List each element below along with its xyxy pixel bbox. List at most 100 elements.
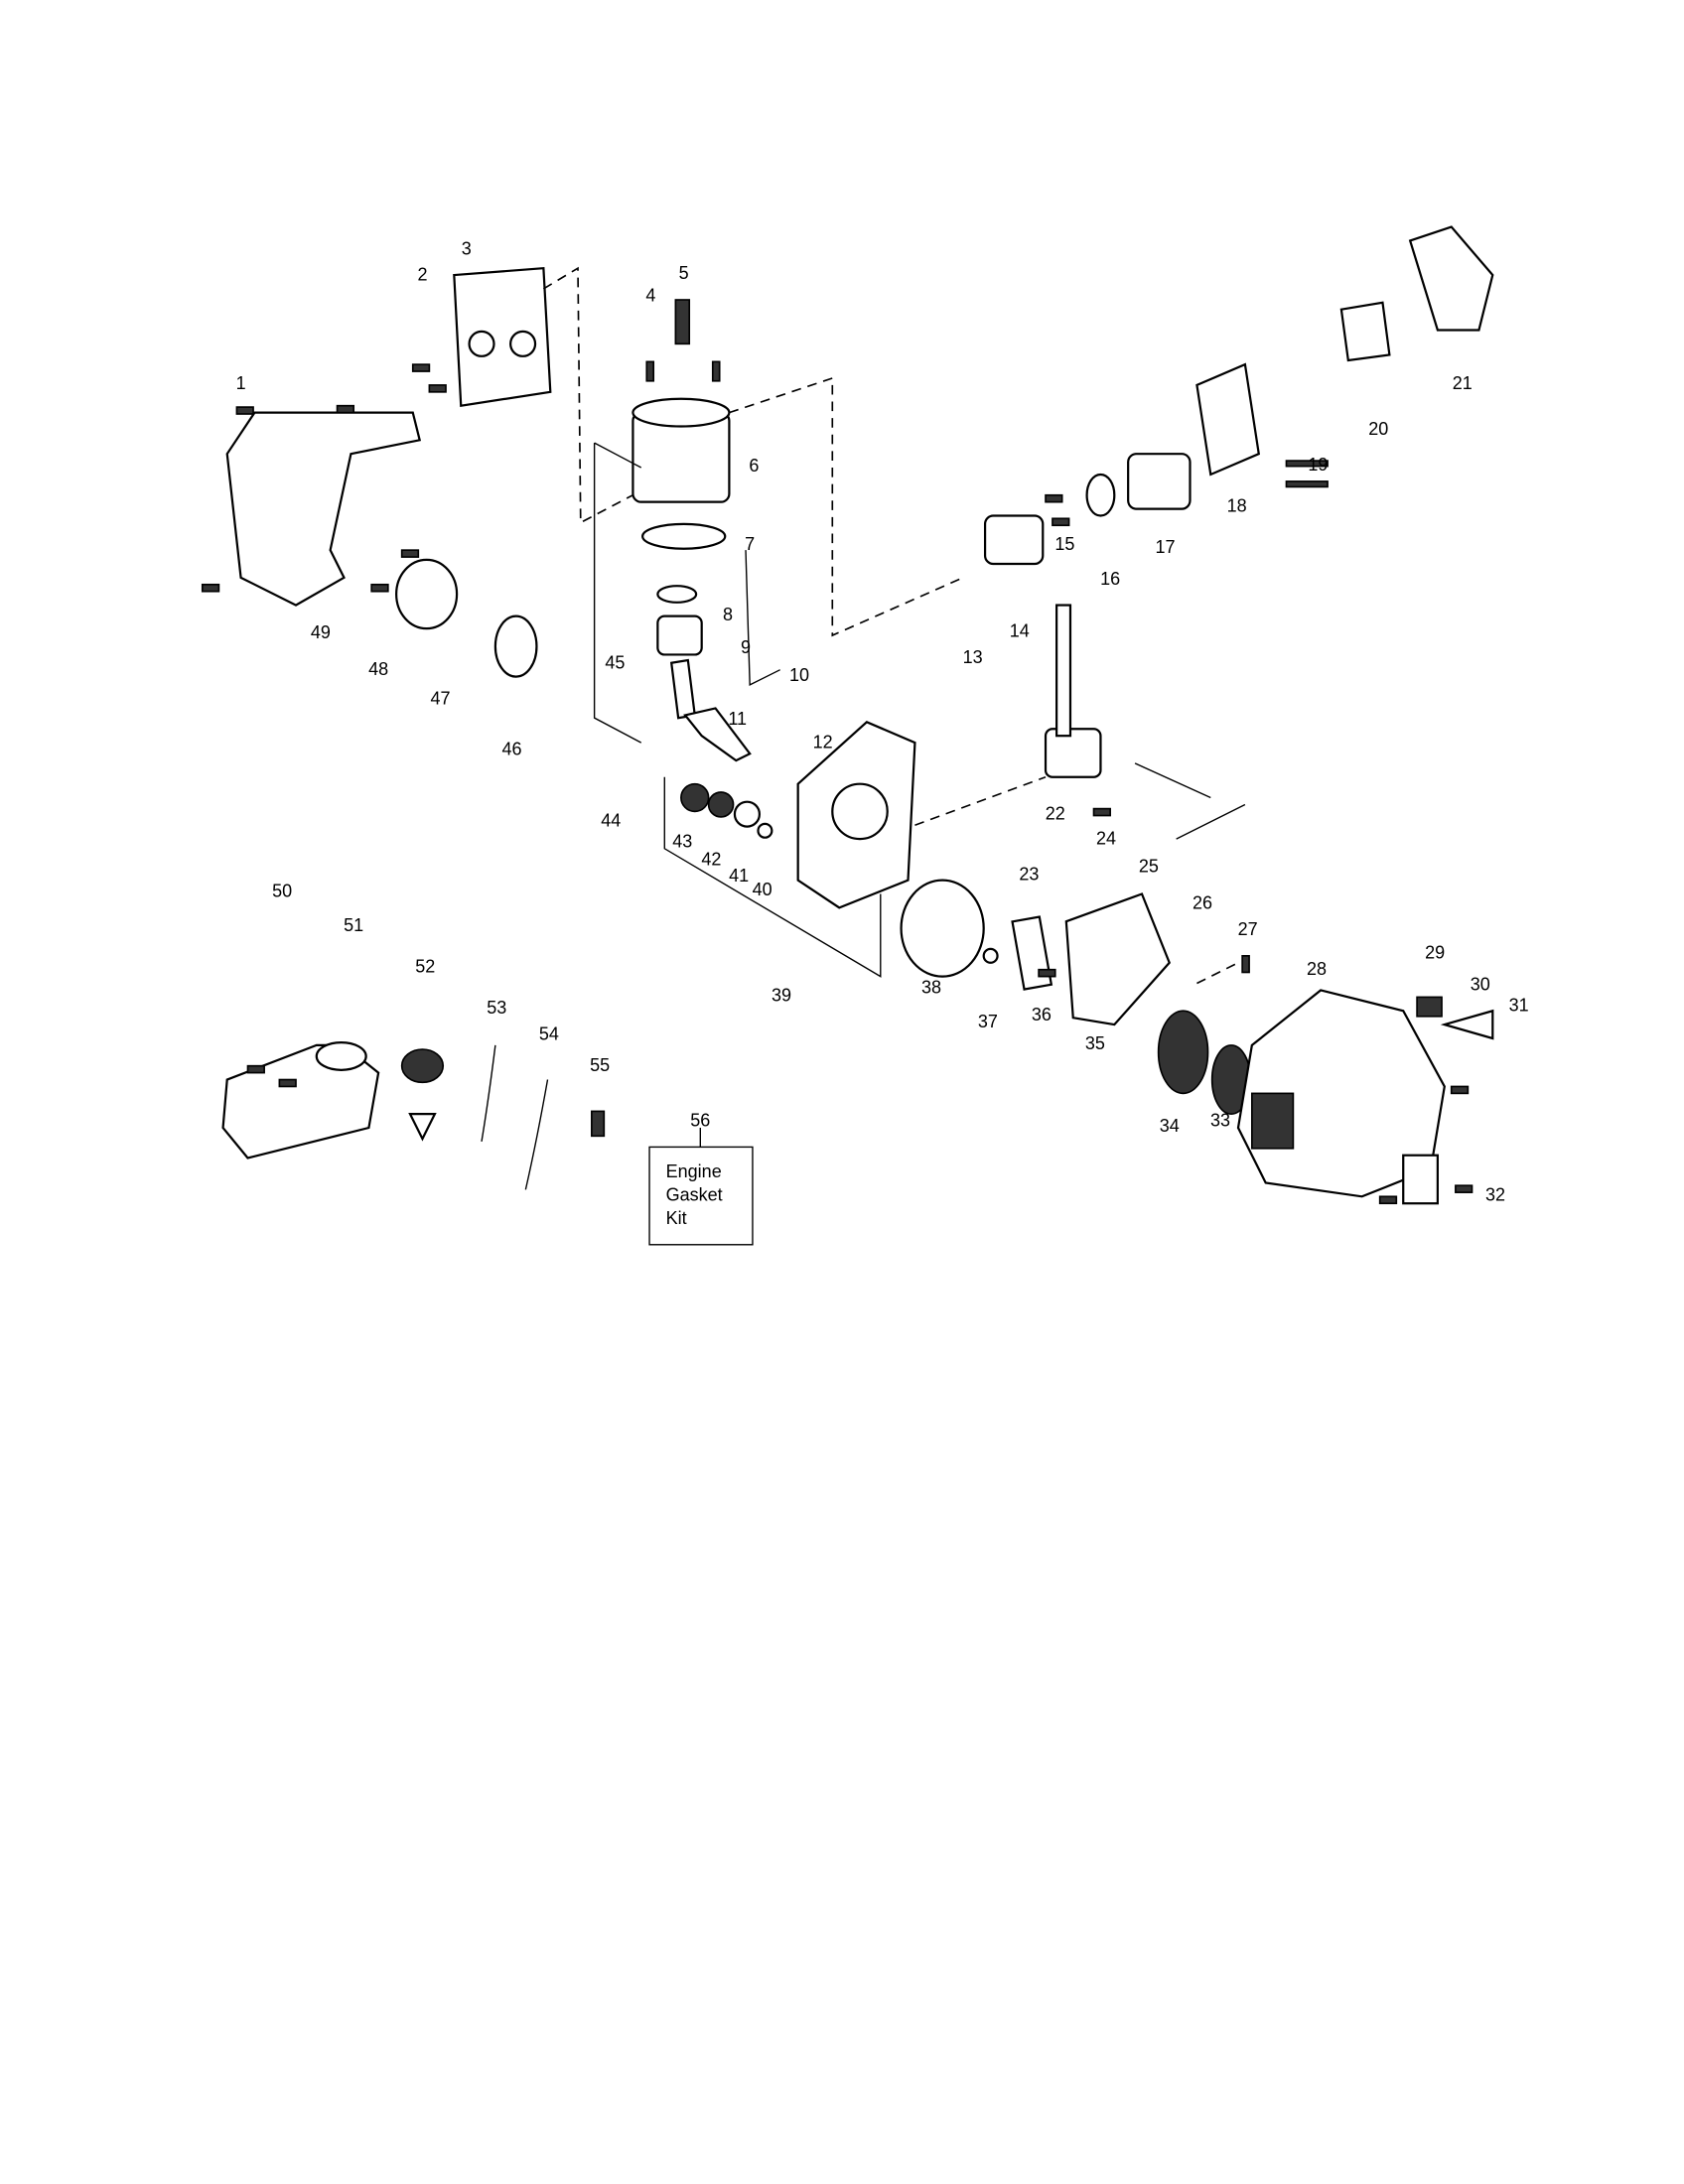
wire-part bbox=[1176, 803, 1246, 840]
spark-plug-part bbox=[674, 299, 691, 345]
part-number-label: 47 bbox=[430, 688, 450, 708]
part-number-label: 45 bbox=[605, 652, 625, 672]
part-number-label: 17 bbox=[1156, 537, 1176, 557]
piston-part bbox=[656, 614, 703, 656]
part-number-label: 33 bbox=[1210, 1111, 1230, 1131]
piston-ring-part bbox=[656, 585, 698, 604]
pulley-part bbox=[1157, 1010, 1209, 1095]
part-number-label: 56 bbox=[690, 1111, 710, 1131]
part-number-label: 3 bbox=[462, 238, 472, 258]
part-number-label: 55 bbox=[590, 1055, 610, 1075]
assembly-dashed-line bbox=[1196, 962, 1239, 985]
part-number-label: 32 bbox=[1485, 1184, 1505, 1204]
part-number-label: 49 bbox=[311, 622, 331, 642]
intake-adapter-part bbox=[983, 514, 1045, 566]
part-number-label: 50 bbox=[272, 881, 292, 900]
part-number-label: 43 bbox=[672, 831, 692, 851]
part-number-label: 12 bbox=[813, 733, 833, 752]
bracket-line bbox=[594, 442, 642, 469]
part-number-label: 51 bbox=[344, 915, 363, 935]
part-number-label: 4 bbox=[645, 285, 655, 305]
connecting-rod-part bbox=[669, 658, 696, 720]
part-number-label: 27 bbox=[1238, 919, 1258, 939]
part-number-label: 24 bbox=[1096, 829, 1116, 849]
part-number-label: 35 bbox=[1085, 1033, 1105, 1053]
part-number-label: 21 bbox=[1453, 373, 1473, 393]
part-number-label: 41 bbox=[729, 866, 749, 886]
part-number-label: 9 bbox=[741, 637, 751, 657]
muffler-hole bbox=[468, 330, 495, 357]
part-number-label: 38 bbox=[921, 977, 941, 997]
crankcase-bore bbox=[831, 782, 889, 841]
bearing-part bbox=[733, 800, 761, 828]
screws bbox=[201, 360, 1474, 1205]
part-number-label: 11 bbox=[728, 709, 747, 729]
engine-gasket-kit-box: Engine Gasket Kit bbox=[648, 1128, 754, 1246]
ignition-lead-part bbox=[1055, 604, 1072, 738]
part-number-label: 26 bbox=[1193, 893, 1212, 913]
part-number-label: 37 bbox=[978, 1012, 998, 1031]
part-number-label: 40 bbox=[753, 880, 772, 899]
bearing-part bbox=[680, 782, 710, 813]
carb-gasket-part bbox=[1085, 473, 1116, 517]
part-number-label: 10 bbox=[789, 665, 809, 685]
part-number-label: 16 bbox=[1100, 569, 1120, 589]
kit-box-line2: Gasket bbox=[666, 1184, 723, 1204]
air-filter-base-part bbox=[1195, 362, 1260, 477]
kit-box-line1: Engine bbox=[666, 1161, 722, 1181]
engine-shroud-part bbox=[225, 411, 422, 607]
part-number-label: 46 bbox=[501, 740, 521, 759]
assembly-dashed-line bbox=[542, 266, 633, 524]
kit-box-line3: Kit bbox=[666, 1208, 687, 1228]
wire-part bbox=[1134, 762, 1211, 799]
flywheel-part bbox=[900, 879, 985, 978]
pin-part bbox=[1011, 915, 1053, 991]
fuel-cap-part bbox=[400, 1048, 445, 1084]
seal-part bbox=[757, 822, 773, 839]
fuel-filter-part bbox=[408, 1113, 437, 1142]
part-number-label: 6 bbox=[749, 456, 759, 476]
part-number-label: 13 bbox=[963, 647, 983, 667]
fuel-line-part bbox=[524, 1079, 549, 1190]
parts-drawings bbox=[201, 225, 1494, 1205]
part-number-label: 48 bbox=[368, 659, 388, 679]
fuel-neck-part bbox=[315, 1041, 367, 1071]
part-number-label: 14 bbox=[1010, 620, 1030, 640]
part-number-label: 52 bbox=[415, 956, 435, 976]
part-number-label: 22 bbox=[1046, 804, 1065, 824]
part-number-label: 28 bbox=[1307, 959, 1327, 979]
part-number-label: 39 bbox=[772, 986, 791, 1006]
part-number-label: 42 bbox=[701, 849, 721, 869]
assembly-dashed-line bbox=[729, 376, 964, 637]
air-filter-cover-part bbox=[1408, 225, 1494, 332]
muffler-body-part bbox=[395, 558, 459, 630]
part-number-label: 1 bbox=[236, 373, 246, 393]
part-number-label: 34 bbox=[1160, 1116, 1180, 1136]
switch-part bbox=[1416, 996, 1443, 1018]
muffler-hole bbox=[509, 330, 537, 357]
carburetor-part bbox=[1127, 453, 1192, 510]
part-number-label: 29 bbox=[1425, 943, 1445, 963]
part-number-labels: 1234567891011121314151617181920212223242… bbox=[236, 238, 1529, 1204]
washer-part bbox=[982, 947, 999, 964]
part-number-label: 15 bbox=[1054, 534, 1074, 554]
part-number-label: 36 bbox=[1032, 1005, 1052, 1024]
bearing-part bbox=[707, 791, 735, 818]
bracket-line bbox=[663, 776, 882, 978]
assembly-dashed-line bbox=[914, 775, 1047, 827]
part-number-label: 23 bbox=[1019, 865, 1039, 885]
crankshaft-part bbox=[683, 707, 752, 762]
bracket-line bbox=[745, 550, 780, 687]
part-number-label: 53 bbox=[487, 998, 506, 1018]
part-number-label: 20 bbox=[1368, 419, 1388, 439]
part-number-label: 54 bbox=[539, 1024, 559, 1043]
part-number-label: 19 bbox=[1308, 455, 1328, 475]
part-number-label: 8 bbox=[723, 605, 733, 624]
muffler-cover-part bbox=[453, 266, 552, 407]
gasket-part bbox=[641, 522, 727, 550]
part-number-label: 30 bbox=[1471, 974, 1490, 994]
fan-housing-part bbox=[1064, 892, 1172, 1026]
grommet-part bbox=[591, 1110, 606, 1138]
part-number-label: 18 bbox=[1227, 495, 1247, 515]
